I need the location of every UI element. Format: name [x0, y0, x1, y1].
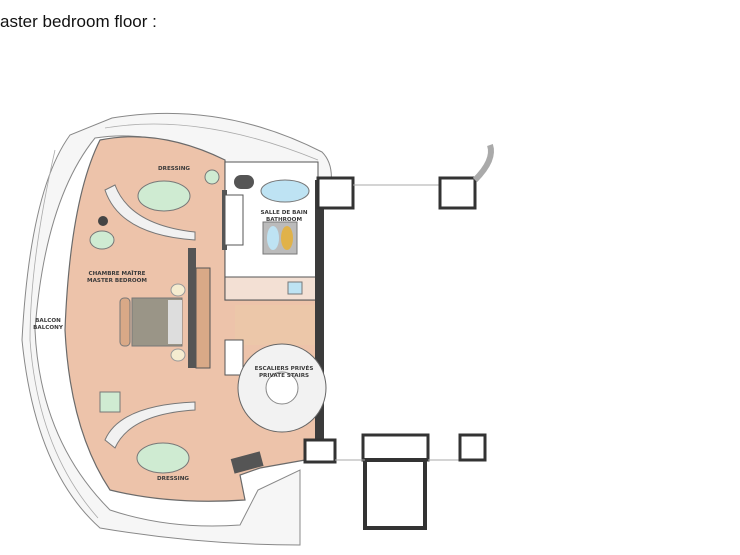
- closet-upper: [224, 194, 244, 246]
- wardrobe-bottom: [104, 401, 196, 449]
- side-table: [98, 216, 108, 226]
- wardrobe-top: [104, 184, 196, 241]
- corridor-floor: [235, 305, 315, 345]
- label-bedroom-en: MASTER BEDROOM: [87, 278, 147, 284]
- washroom-strip: [224, 276, 319, 301]
- closet-lower: [224, 339, 244, 376]
- label-balcony-fr: BALCON: [35, 318, 61, 324]
- armchair-top: [89, 230, 115, 250]
- label-balcony-en: BALCONY: [33, 325, 64, 331]
- page-title: aster bedroom floor :: [0, 12, 157, 31]
- bath-fixture: [234, 175, 254, 189]
- column-bottom-left: [303, 438, 337, 464]
- column-bottom-right: [458, 433, 487, 462]
- label-bedroom-fr: CHAMBRE MAÎTRE: [89, 269, 146, 277]
- bench: [119, 297, 131, 347]
- dressing-stool-top: [204, 169, 220, 185]
- bed-wall: [188, 248, 196, 368]
- column-top-right: [438, 176, 477, 210]
- label-dressing-top: DRESSING: [158, 166, 190, 172]
- label-stairs-fr: ESCALIERS PRIVÉS: [255, 364, 314, 372]
- balcony-rail-left: [29, 149, 99, 519]
- balcony-rail-top: [104, 123, 319, 161]
- bathtub: [260, 179, 310, 203]
- shaft-bottom: [363, 458, 427, 530]
- label-stairs-en: PRIVATE STAIRS: [259, 373, 309, 379]
- nightstand-bottom: [170, 348, 186, 362]
- stairs-core: [265, 371, 299, 405]
- dressing-island-bottom: [136, 442, 190, 474]
- exterior-wall: [315, 180, 324, 455]
- column-top-left: [316, 176, 355, 210]
- label-bathroom-en: BATHROOM: [266, 217, 302, 223]
- basin-left: [267, 226, 279, 250]
- column-bottom-center: [361, 433, 430, 462]
- headboard-cabinet: [195, 267, 211, 369]
- balcony-edge-right: [472, 144, 494, 183]
- dressing-island-top: [137, 180, 191, 212]
- pillows: [168, 300, 182, 344]
- small-basin: [287, 281, 303, 295]
- armchair-bottom: [99, 391, 121, 413]
- nightstand-top: [170, 283, 186, 297]
- sofa-bottom: [230, 451, 264, 474]
- label-dressing-bottom: DRESSING: [157, 476, 189, 482]
- label-bathroom-fr: SALLE DE BAIN: [260, 210, 307, 216]
- basin-right: [281, 226, 293, 250]
